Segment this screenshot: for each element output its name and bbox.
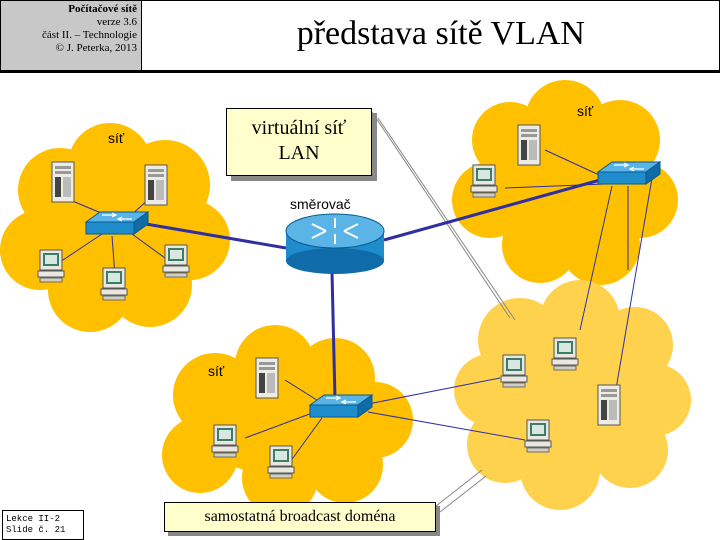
switch-icon [597, 161, 661, 185]
computer-icon [37, 249, 65, 283]
computer-icon [524, 419, 552, 453]
title-divider [0, 71, 720, 73]
server-icon [517, 124, 541, 166]
links [59, 149, 653, 463]
computer-icon [470, 164, 498, 198]
computer-icon [500, 354, 528, 388]
course-name: Počítačové sítě [68, 3, 137, 15]
computer-icon [100, 267, 128, 301]
course-copyright: © J. Peterka, 2013 [55, 42, 137, 54]
vlan-callout: virtuální síť LAN [226, 108, 372, 176]
server-icon [51, 161, 75, 203]
computer-icon [162, 244, 190, 278]
cloud-bottom [162, 325, 413, 516]
server-icon [597, 384, 621, 426]
server-icon [144, 164, 168, 206]
network-label-bottom: síť [208, 363, 225, 379]
computer-icon [551, 337, 579, 371]
cloud-vlan [454, 280, 691, 510]
broadcast-callout: samostatná broadcast doména [164, 502, 436, 532]
router-label: směrovač [290, 196, 351, 212]
router-icon [285, 213, 385, 274]
network-label-top-right: síť [577, 103, 594, 119]
server-icon [255, 357, 279, 399]
network-label-left: síť [108, 130, 125, 146]
slide-number: Slide č. 21 [6, 525, 66, 535]
switch-icon [309, 394, 373, 418]
title-bar: představa sítě VLAN [142, 0, 720, 71]
course-version: verze 3.6 [96, 16, 137, 28]
course-part: část II. – Technologie [42, 29, 137, 41]
computer-icon [267, 445, 295, 479]
switch-icon [85, 211, 149, 235]
slide-title: představa sítě VLAN [296, 15, 585, 52]
vlan-callout-line2: LAN [278, 142, 320, 164]
lesson-label: Lekce II-2 [6, 514, 61, 524]
computer-icon [211, 424, 239, 458]
course-info-box: Počítačové sítě verze 3.6 část II. – Tec… [0, 0, 142, 71]
slide-footer: Lekce II-2 Slide č. 21 [2, 510, 84, 540]
vlan-callout-line1: virtuální síť [251, 117, 347, 139]
